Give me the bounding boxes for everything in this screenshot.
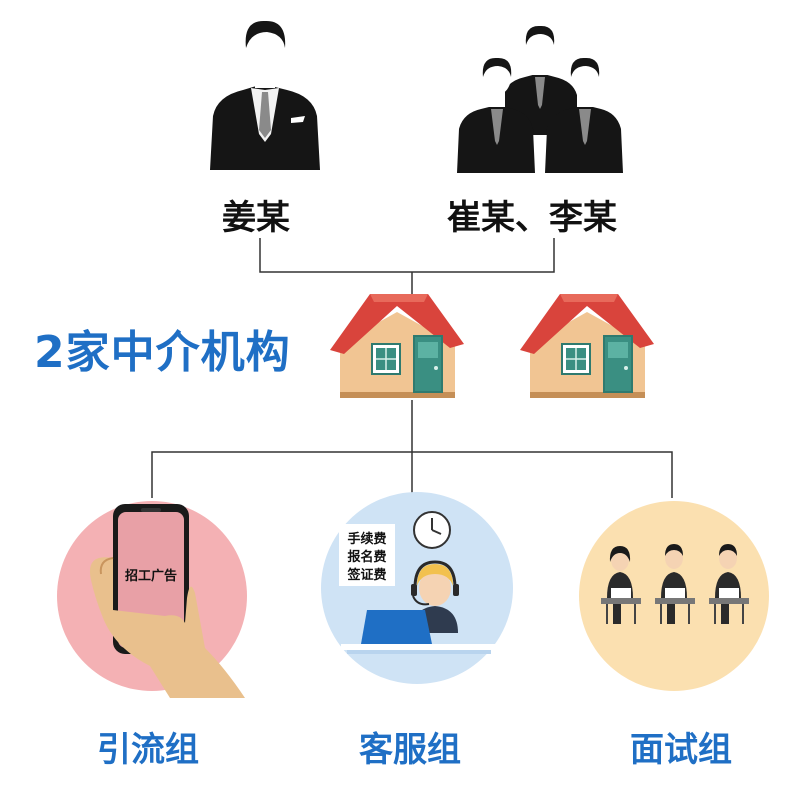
person-left-name: 姜某 <box>222 198 290 238</box>
registration-fee-text: 报名费 <box>347 549 386 565</box>
recruitment-ad-text: 招工广告 <box>125 568 177 584</box>
visa-fee-text: 签证费 <box>346 567 386 583</box>
handling-fee-text: 手续费 <box>347 531 386 547</box>
agency-title: 2家中介机构 <box>34 327 291 378</box>
house-icon <box>330 294 464 398</box>
interview-group-label: 面试组 <box>630 730 732 770</box>
house-icon <box>520 294 654 398</box>
person-right-names: 崔某、李某 <box>447 198 617 238</box>
customer-service-group-label: 客服组 <box>359 730 461 770</box>
customer-service-illustration: 手续费 报名费 签证费 <box>321 492 513 684</box>
traffic-group-illustration: 招工广告 <box>57 501 247 698</box>
interview-group-illustration <box>579 501 769 691</box>
businessmen-group-icon <box>457 25 623 173</box>
traffic-group-label: 引流组 <box>97 730 199 770</box>
businessman-icon <box>210 20 320 170</box>
